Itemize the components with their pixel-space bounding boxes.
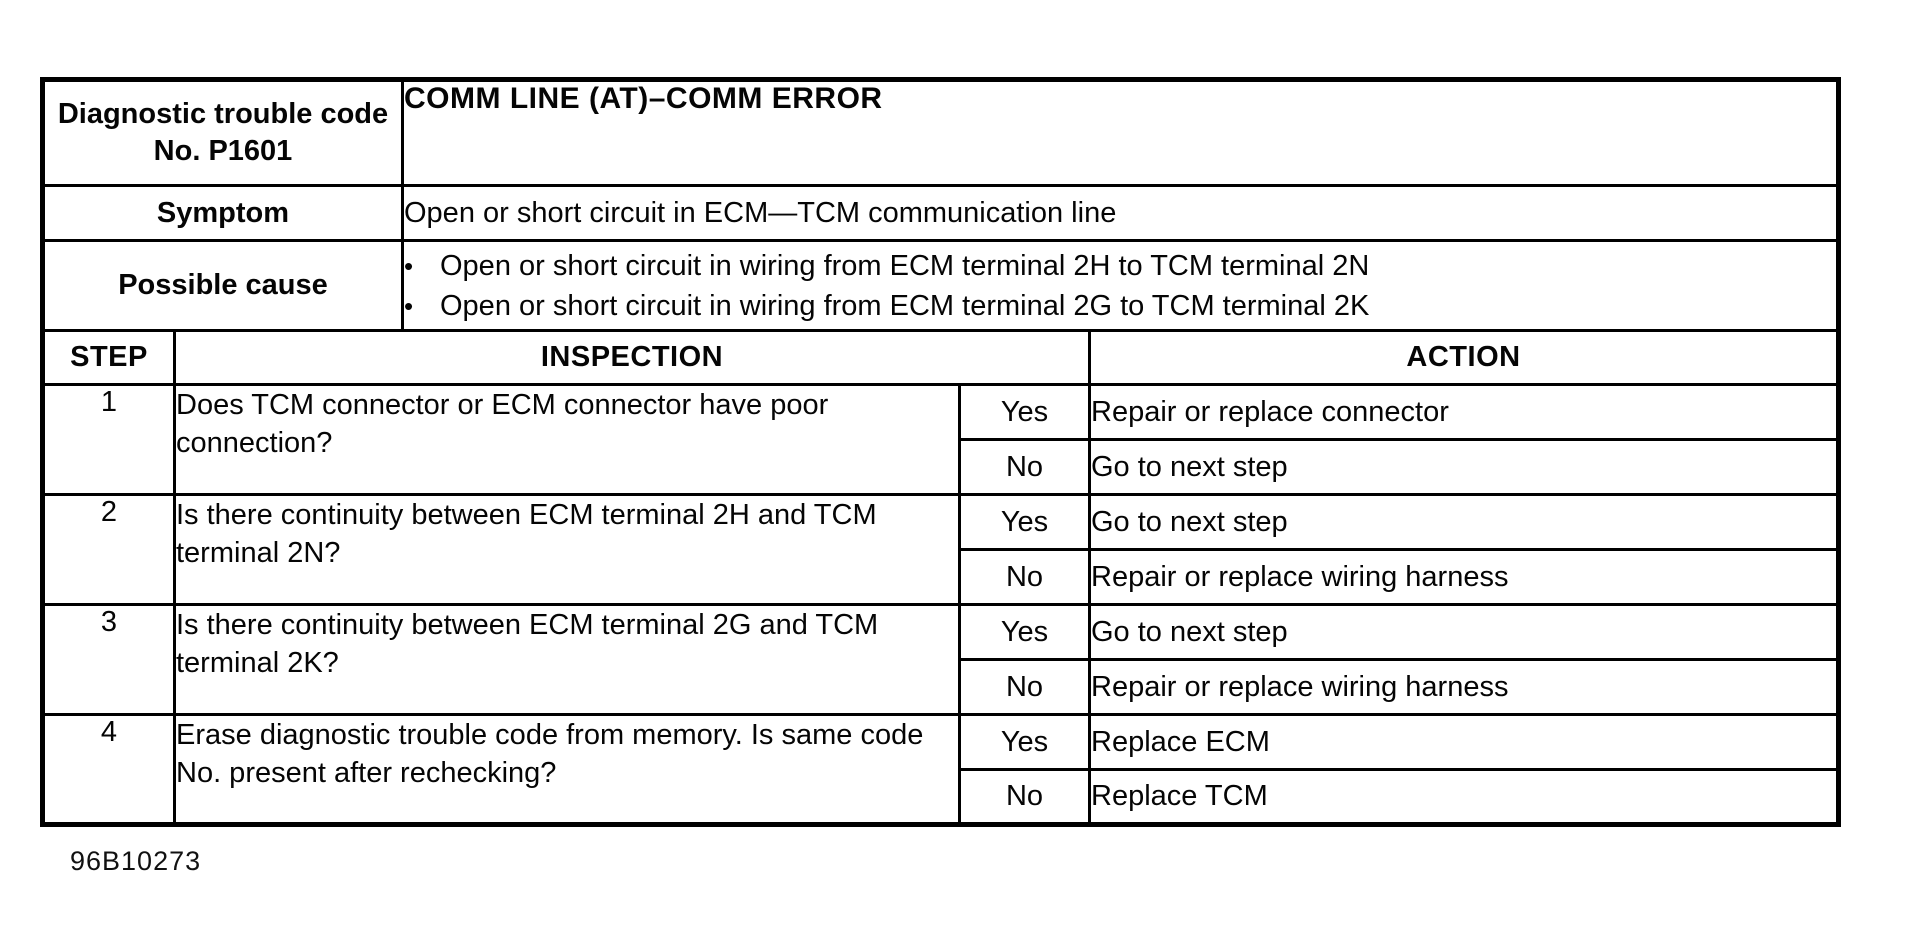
table-row: No Repair or replace wiring harness <box>43 658 1840 716</box>
symptom-label: Symptom <box>41 184 404 242</box>
column-header-action: ACTION <box>1088 329 1840 386</box>
possible-cause-label: Possible cause <box>41 239 404 332</box>
no-cell: No <box>958 658 1091 716</box>
table-row: 2 Is there continuity between ECM termin… <box>41 493 1840 606</box>
action-cell: Go to next step <box>1088 493 1840 551</box>
cause-bullet-text: Open or short circuit in wiring from ECM… <box>440 289 1370 322</box>
action-cell: Repair or replace connector <box>1088 383 1840 441</box>
step-number: 3 <box>41 603 176 716</box>
figure-code: 96B10273 <box>70 846 202 876</box>
table-row: 1 Does TCM connector or ECM connector ha… <box>41 383 1840 496</box>
column-header-inspection: INSPECTION <box>173 329 1091 386</box>
step-number: 2 <box>41 493 176 606</box>
possible-cause-row: Possible cause • Open or short circuit i… <box>41 239 1840 332</box>
dtc-title: COMM LINE (AT)–COMM ERROR <box>401 78 1840 187</box>
yes-cell: Yes <box>958 603 1091 661</box>
inspection-question: Is there continuity between ECM terminal… <box>173 603 961 716</box>
bullet-icon: • <box>404 290 414 321</box>
action-cell: Replace TCM <box>1088 768 1840 826</box>
action-cell: Go to next step <box>1088 603 1840 661</box>
yes-cell: Yes <box>958 383 1091 441</box>
cause-bullet-item: • Open or short circuit in wiring from E… <box>404 286 1836 326</box>
dtc-row: Diagnostic trouble code No. P1601 COMM L… <box>41 78 1840 187</box>
no-cell: No <box>958 548 1091 606</box>
symptom-value: Open or short circuit in ECM—TCM communi… <box>401 184 1840 242</box>
action-cell: Go to next step <box>1088 438 1840 496</box>
inspection-question: Does TCM connector or ECM connector have… <box>173 383 961 496</box>
column-header-step: STEP <box>41 329 176 386</box>
table-row: No Replace TCM <box>43 768 1840 826</box>
yes-cell: Yes <box>958 713 1091 771</box>
step-number: 1 <box>41 383 176 496</box>
possible-cause-value: • Open or short circuit in wiring from E… <box>401 239 1840 332</box>
inspection-question: Erase diagnostic trouble code from memor… <box>173 713 961 826</box>
action-cell: Repair or replace wiring harness <box>1088 548 1840 606</box>
dtc-label: Diagnostic trouble code No. P1601 <box>41 78 404 187</box>
yes-cell: Yes <box>958 493 1091 551</box>
table-row: 3 Is there continuity between ECM termin… <box>41 603 1840 716</box>
step-number: 4 <box>41 713 176 826</box>
table-row: No Repair or replace wiring harness <box>43 548 1840 606</box>
symptom-row: Symptom Open or short circuit in ECM—TCM… <box>41 184 1840 242</box>
action-cell: Repair or replace wiring harness <box>1088 658 1840 716</box>
no-cell: No <box>958 768 1091 826</box>
table-row: 4 Erase diagnostic trouble code from mem… <box>41 713 1840 826</box>
inspection-question: Is there continuity between ECM terminal… <box>173 493 961 606</box>
no-cell: No <box>958 438 1091 496</box>
bullet-icon: • <box>404 250 414 281</box>
table-row: No Go to next step <box>43 438 1840 496</box>
diagnostic-trouble-code-table: Diagnostic trouble code No. P1601 COMM L… <box>40 77 1841 827</box>
cause-bullet-text: Open or short circuit in wiring from ECM… <box>440 249 1370 282</box>
action-cell: Replace ECM <box>1088 713 1840 771</box>
cause-bullet-item: • Open or short circuit in wiring from E… <box>404 246 1836 286</box>
steps-header-row: STEP INSPECTION ACTION <box>41 329 1840 386</box>
